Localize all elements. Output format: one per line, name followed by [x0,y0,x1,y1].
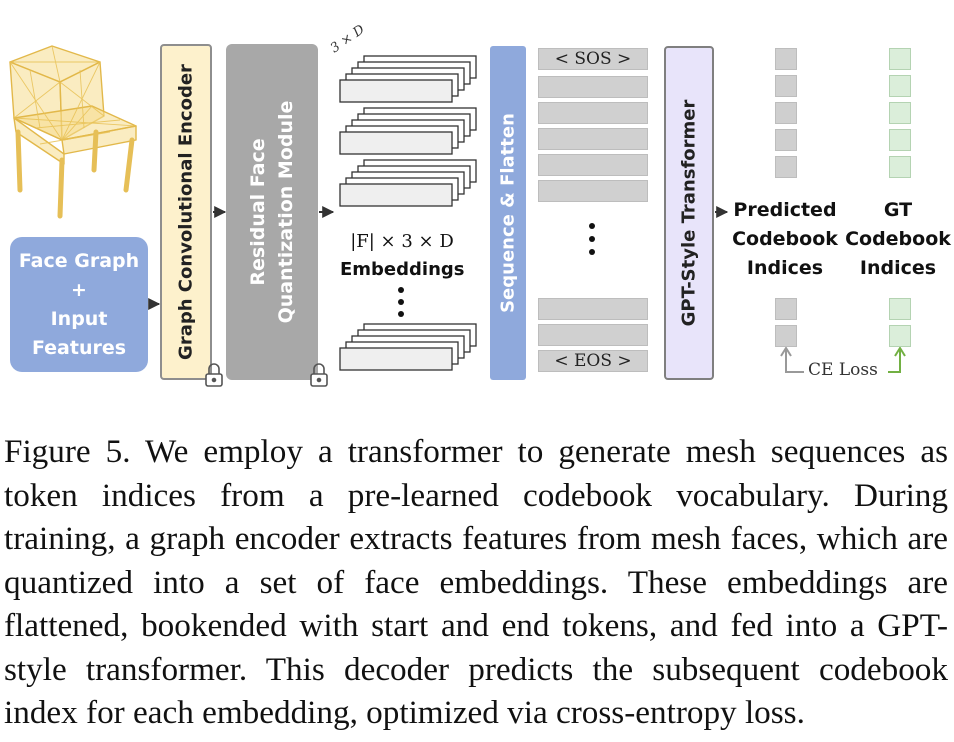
gt-index-cell [889,298,911,320]
input-line-1: Face Graph [18,249,140,272]
token-row [538,128,648,150]
gt-index-cell [889,102,911,124]
input-line-2: + [71,278,87,301]
pipeline-figure: Face Graph + Input Features Graph Convol… [9,22,952,387]
predicted-label-line3: Indices [746,257,824,279]
gt-label-line2: Codebook [845,228,951,250]
gt-index-cell [889,325,911,347]
gt-label-line1: GT [883,199,913,221]
lock-icon [205,363,223,387]
predicted-index-cell [775,298,797,320]
predicted-label-line1: Predicted [733,199,837,221]
loss-bracket-right [888,350,901,373]
face-graph-input-block: Face Graph + Input Features [10,237,148,372]
token-row [538,154,648,176]
gt-index-cell [889,129,911,151]
token-row [538,180,648,202]
figure-caption: Figure 5. We employ a transformer to gen… [4,433,948,731]
loss-bracket-arrow-right [894,346,906,357]
ce-loss-label: CE Loss [808,360,878,380]
gt-index-cell [889,156,911,178]
embeddings-label-line2: Embeddings [340,259,465,280]
embeddings-label: |F| × 3 × D Embeddings [340,228,465,284]
gt-label-line3: Indices [859,257,937,279]
embedding-stack-2 [339,107,477,155]
predicted-index-cell [775,48,797,70]
token-row [538,76,648,98]
predicted-index-cell [775,75,797,97]
embedding-stack-1 [339,55,477,103]
lock-icon [310,363,328,387]
gpt-transformer-block: GPT-Style Transformer [664,46,714,380]
eos-token: < EOS > [538,350,648,372]
embedding-stack-4 [339,323,477,371]
gt-indices-label: GT Codebook Indices [844,196,952,283]
predicted-index-cell [775,102,797,124]
predicted-index-cell [775,129,797,151]
token-row [538,324,648,346]
token-row [538,102,648,124]
predicted-label-line2: Codebook [732,228,838,250]
chair-mesh-illustration [9,45,137,219]
input-line-4: Features [31,336,127,359]
embeddings-label-line1: |F| × 3 × D [350,231,454,252]
embedding-stacks [339,55,477,371]
predicted-indices-label: Predicted Codebook Indices [726,196,844,283]
quantization-module-block: Residual Face Quantization Module [226,44,318,380]
ellipsis-dots [398,223,595,317]
embedding-stack-3 [339,159,477,207]
predicted-index-cell [775,156,797,178]
token-row [538,298,648,320]
loss-bracket-arrow-left [780,346,792,357]
sequence-flatten-block: Sequence & Flatten [490,46,526,380]
gt-index-cell [889,48,911,70]
loss-bracket-left [785,350,804,373]
figure-connectors [148,55,906,387]
predicted-index-cell [775,325,797,347]
gt-index-cell [889,75,911,97]
input-line-3: Input [50,307,108,330]
sos-token: < SOS > [538,48,648,70]
graph-encoder-block: Graph Convolutional Encoder [160,44,212,380]
